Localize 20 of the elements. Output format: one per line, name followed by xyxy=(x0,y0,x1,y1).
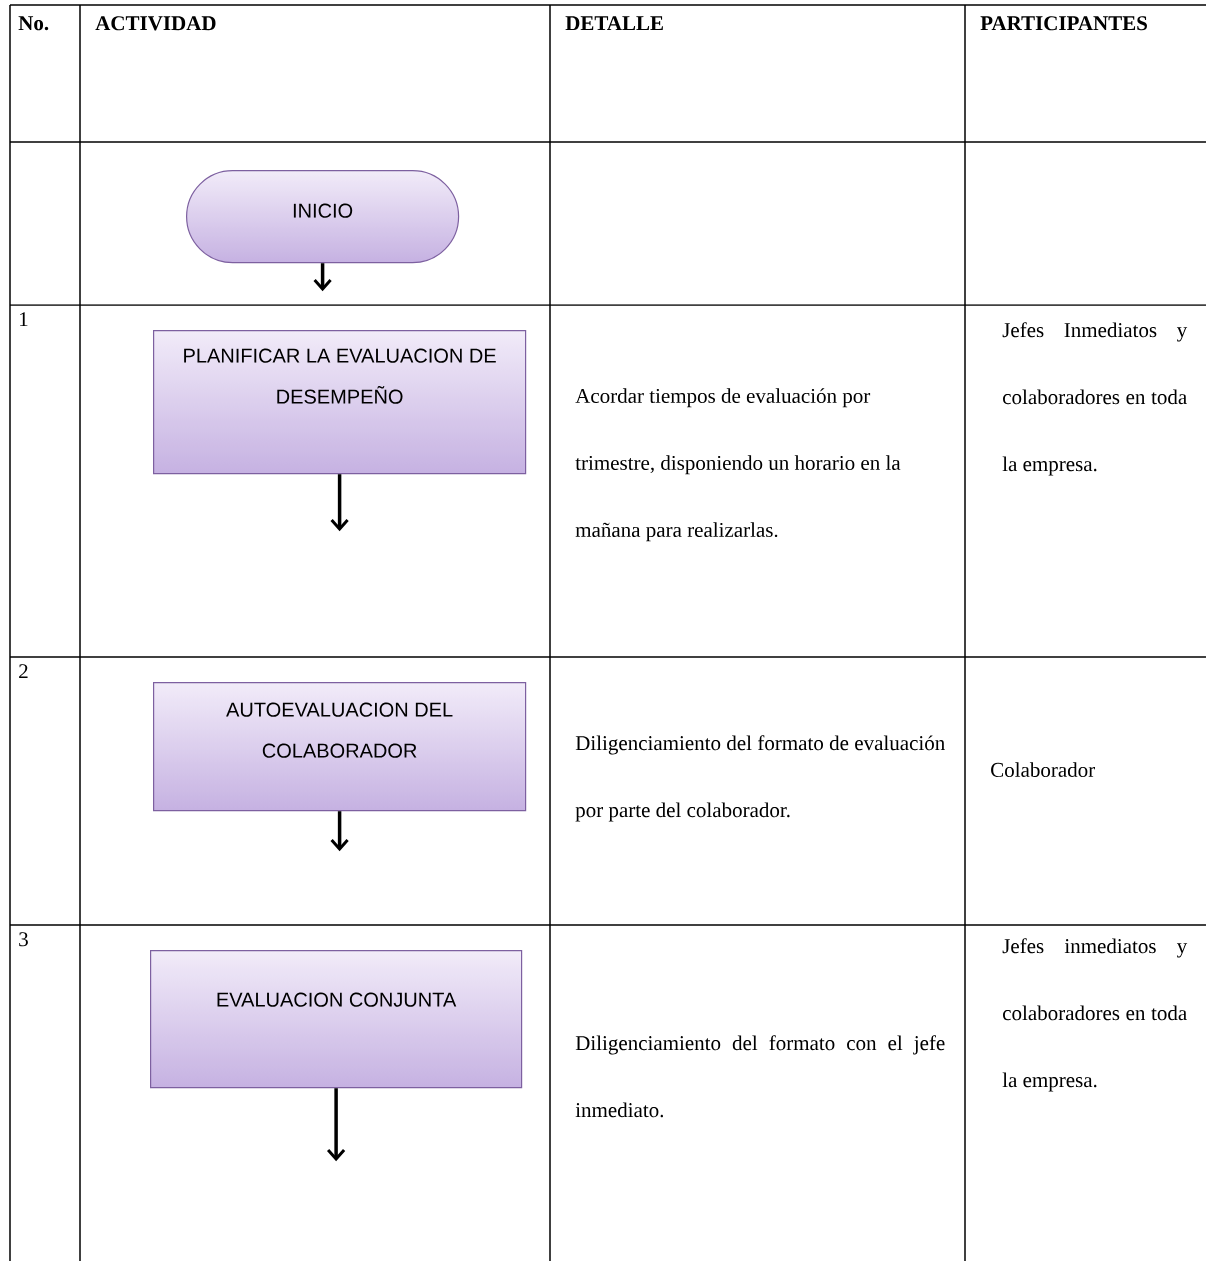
header-text: PARTICIPANTES xyxy=(980,16,1147,31)
step-number: 1 xyxy=(20,312,28,327)
process-box: EVALUACION CONJUNTA xyxy=(150,950,523,1089)
cell-text: Jefes inmediatos y colaboradores en toda la empresa. xyxy=(1002,938,1188,1092)
process-box: PLANIFICAR LA EVALUACION DE DESEMPEÑO xyxy=(153,330,527,475)
arrow xyxy=(326,1088,346,1162)
process-box: AUTOEVALUACION DEL COLABORADOR xyxy=(153,682,527,812)
cell-text: Acordar tiempos de evaluación por trimestre, disponiendo un horario en la mañana para realizarlas. xyxy=(575,388,901,542)
header-text: ACTIVIDAD xyxy=(95,16,216,31)
header-text: No. xyxy=(18,16,49,31)
arrow xyxy=(330,811,349,852)
cell-text: Diligenciamiento del formato de evaluación por parte del colaborador. xyxy=(575,735,945,822)
step-number: 2 xyxy=(19,664,28,679)
step-number: 3 xyxy=(19,932,28,947)
header-text: DETALLE xyxy=(565,16,663,31)
cell-text: Diligenciamiento del formato con el jefe inmediato. xyxy=(575,1035,945,1118)
cell-text: Jefes Inmediatos y colaboradores en toda la empresa. xyxy=(1002,322,1188,476)
arrow xyxy=(313,263,332,292)
cell-text: Colaborador xyxy=(991,762,1095,777)
arrow xyxy=(330,474,349,532)
